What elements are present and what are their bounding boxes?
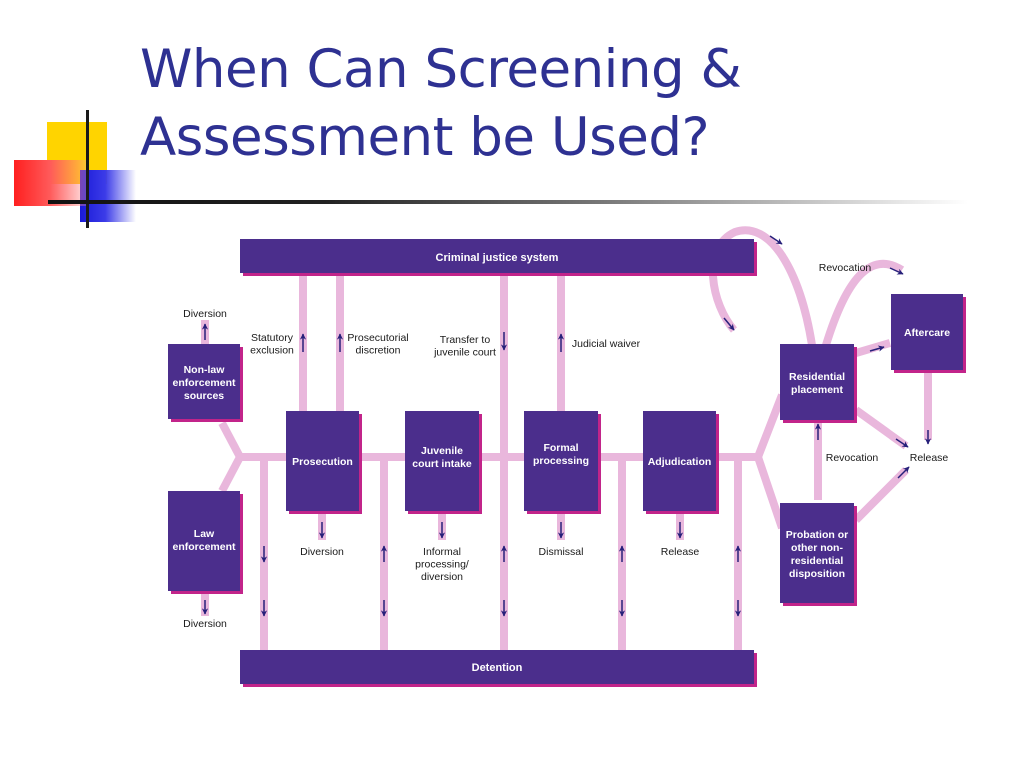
informal-processing-label-line: diversion xyxy=(421,571,463,583)
adjudication-box-body xyxy=(643,411,716,511)
title-line-2: Assessment be Used? xyxy=(140,107,710,168)
residential-placement-box-body xyxy=(780,344,854,420)
probation-label-line: Probation or xyxy=(786,529,848,541)
adjudication-label: Adjudication xyxy=(648,456,712,468)
prosecution-diversion-label: Diversion xyxy=(300,546,344,558)
law-enforcement-label-line: enforcement xyxy=(172,541,236,553)
prosecutorial-discretion-label-line: Prosecutorial xyxy=(347,332,408,344)
residential-placement-label-line: Residential xyxy=(789,371,845,383)
transfer-to-juvenile-court-label-line: Transfer to xyxy=(440,334,491,346)
prosecution-label-line: Prosecution xyxy=(292,456,353,468)
formal-processing-box-body xyxy=(524,411,598,511)
decor-red-square xyxy=(14,160,86,206)
residential-placement-label-line: placement xyxy=(791,384,843,396)
dismissal-label: Dismissal xyxy=(539,546,584,558)
probation-label-line: other non- xyxy=(791,542,843,554)
statutory-exclusion-label-line: Statutory xyxy=(251,332,294,344)
aftercare-box-body xyxy=(891,294,963,370)
aftercare-label: Aftercare xyxy=(904,327,950,339)
law-enforcement-box-body xyxy=(168,491,240,591)
prosecutorial-discretion-label-line: discretion xyxy=(356,345,401,357)
prosecution-label: Prosecution xyxy=(292,456,353,468)
non-law-enforcement-label-line: sources xyxy=(184,390,224,402)
diversion-label-bottom: Diversion xyxy=(183,618,227,630)
non-law-enforcement-box-body xyxy=(168,344,240,419)
judicial-waiver-label: Judicial waiver xyxy=(572,338,641,350)
formal-processing-label-line: Formal xyxy=(543,442,578,454)
criminal-justice-system-label: Criminal justice system xyxy=(436,252,559,264)
formal-processing-label-line: processing xyxy=(533,455,589,467)
revocation-label-middle: Revocation xyxy=(826,452,879,464)
aftercare-label-line: Aftercare xyxy=(904,327,950,339)
detention-box: Detention xyxy=(240,650,757,687)
juvenile-court-intake-box-body xyxy=(405,411,479,511)
release-label-right: Release xyxy=(910,452,949,464)
informal-processing-label-line: Informal xyxy=(423,546,461,558)
probation-label-line: residential xyxy=(791,555,844,567)
aftercare-box: Aftercare xyxy=(891,294,966,373)
detention-label: Detention xyxy=(472,662,523,674)
law-enforcement-label-line: Law xyxy=(194,528,215,540)
slide-title: When Can Screening & Assessment be Used? xyxy=(140,36,1000,172)
adjudication-label-line: Adjudication xyxy=(648,456,712,468)
juvenile-court-intake-label-line: court intake xyxy=(412,458,472,470)
criminal-justice-system-box: Criminal justice system xyxy=(240,239,757,276)
title-underline xyxy=(48,200,968,204)
statutory-exclusion-label-line: exclusion xyxy=(250,345,294,357)
diversion-label-top: Diversion xyxy=(183,308,227,320)
decor-blue-square xyxy=(80,170,136,222)
transfer-to-juvenile-court-label-line: juvenile court xyxy=(433,347,496,359)
non-law-enforcement-label-line: enforcement xyxy=(172,377,236,389)
probation-label-line: disposition xyxy=(789,568,845,580)
juvenile-court-intake-label-line: Juvenile xyxy=(421,445,463,457)
adjudication-box: Adjudication xyxy=(643,411,719,514)
non-law-enforcement-label-line: Non-law xyxy=(184,364,226,376)
probation-box-body xyxy=(780,503,854,603)
decor-vertical-line xyxy=(86,110,89,228)
title-line-1: When Can Screening & xyxy=(140,39,742,100)
revocation-label-top: Revocation xyxy=(819,262,872,274)
adjudication-release-label: Release xyxy=(661,546,700,558)
prosecution-box: Prosecution xyxy=(286,411,362,514)
flow-arrows xyxy=(201,235,932,617)
prosecution-box-body xyxy=(286,411,359,511)
informal-processing-label-line: processing/ xyxy=(415,559,469,571)
